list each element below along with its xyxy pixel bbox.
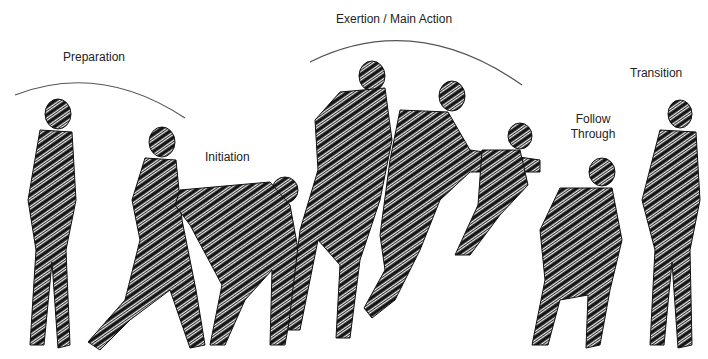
phase-label: Transition [630,66,682,81]
phase-label: Exertion / Main Action [336,12,452,27]
phase-label: Preparation [63,50,125,65]
phase-label: Initiation [205,150,250,165]
figures [28,61,700,350]
bracket-arc [310,41,522,85]
phase-label: Follow Through [562,112,624,142]
bracket-arc [15,83,185,118]
